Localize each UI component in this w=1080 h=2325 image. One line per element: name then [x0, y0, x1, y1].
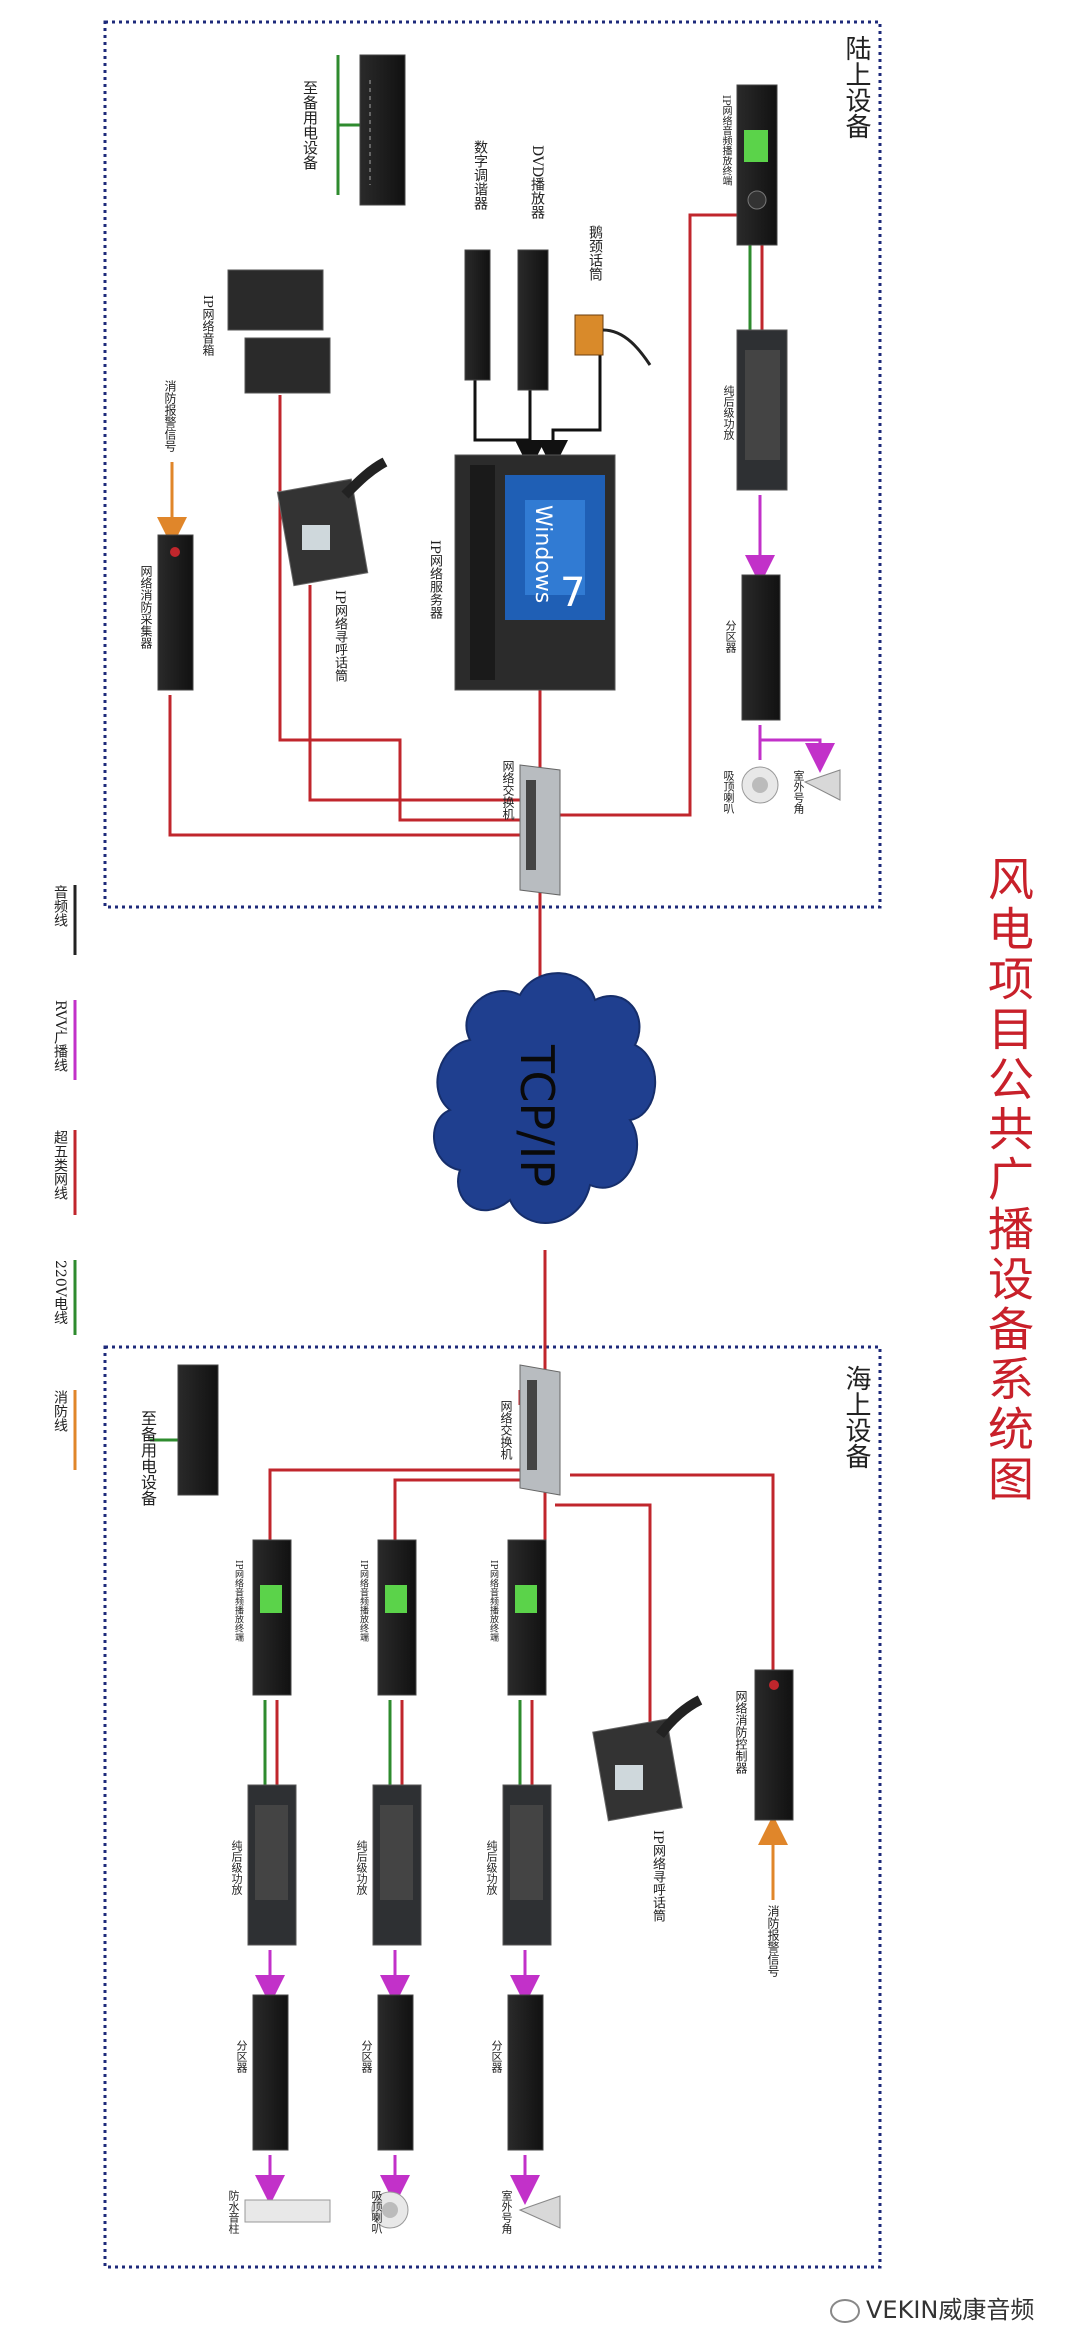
land-gooseneck-mic: [574, 314, 652, 366]
server-screen-text: Windows: [530, 505, 555, 604]
sea-backup-power-unit: [177, 1364, 219, 1496]
sea-zone-2-label: 分区器: [360, 2040, 373, 2073]
sea-fire-controller: [754, 1669, 794, 1821]
sea-fire-controller-label: 网络消防控制器: [734, 1690, 748, 1774]
land-backup-power-label: 至备用电设备: [301, 80, 319, 170]
sea-terminal-3-label: IP网络音频播放终端: [488, 1560, 498, 1642]
tcp-ip-cloud: [433, 972, 657, 1224]
land-pre-amp: [736, 329, 788, 491]
land-ip-server: [454, 454, 616, 691]
main-title: 风电项目公共广播设备系统图: [981, 855, 1035, 1505]
sea-red-short: [275, 1700, 534, 1785]
sea-amp-1-label: 纯后级功放: [230, 1840, 243, 1895]
land-speaker-cab-label: IP网络音箱: [201, 295, 215, 356]
sea-switch-label: 网络交换机: [499, 1400, 513, 1460]
sea-network-wires: [268, 1390, 775, 1770]
sea-horn-label: 室外号角: [500, 2190, 513, 2234]
sea-waterproof-column: [244, 2199, 331, 2223]
land-section-title: 陆上设备: [841, 35, 871, 139]
sea-zone-1-label: 分区器: [235, 2040, 248, 2073]
sea-amp-3: [502, 1784, 552, 1946]
server-screen-num: 7: [560, 570, 586, 616]
sea-terminal-1-label: IP网络音频播放终端: [233, 1560, 243, 1642]
sea-zone-3: [507, 1994, 544, 2151]
sea-terminal-2-label: IP网络音频播放终端: [358, 1560, 368, 1642]
watermark-text: VEKIN威康音频: [866, 2296, 1035, 2324]
sea-outdoor-horn: [518, 2195, 561, 2229]
land-mic-label: 鹅颈话筒: [587, 225, 603, 281]
land-ip-terminal: [736, 84, 778, 246]
land-broadcast-wires: [745, 495, 835, 773]
land-tuner-label: 数字调谐器: [472, 140, 488, 210]
land-dvd-player: [517, 249, 549, 391]
sea-amp-2-label: 纯后级功放: [355, 1840, 368, 1895]
sea-ip-pager-label: IP网络寻呼话筒: [650, 1830, 665, 1922]
land-ceiling-speaker: [741, 766, 779, 804]
sea-zone-2: [377, 1994, 414, 2151]
land-ceiling-label: 吸顶喇叭: [722, 770, 735, 814]
sea-terminal-1: [252, 1539, 292, 1696]
land-zone-label: 分区器: [724, 620, 737, 653]
sea-ceiling-speaker: [371, 2191, 409, 2229]
legend-fire: 消防线: [52, 1390, 68, 1432]
land-ip-pager-label: IP网络寻呼话筒: [332, 590, 347, 682]
legend-audio: 音频线: [52, 885, 68, 927]
land-outdoor-horn: [803, 769, 841, 801]
legend-cat5: 超五类网线: [52, 1130, 68, 1200]
land-ip-pager: [276, 457, 388, 587]
land-frame: [103, 20, 882, 909]
sea-backup-power-label: 至备用电设备: [138, 1410, 157, 1506]
sea-amp-3-label: 纯后级功放: [485, 1840, 498, 1895]
land-fire-collector: [157, 534, 194, 691]
land-fire-collector-label: 网络消防采集器: [139, 565, 153, 649]
sea-terminal-2: [377, 1539, 417, 1696]
sea-column-label: 防水音柱: [227, 2190, 240, 2234]
land-ip-speaker-cabinet: [227, 269, 331, 394]
sea-section-title: 海上设备: [841, 1365, 871, 1469]
land-network-switch: [519, 764, 561, 896]
sea-ceiling-label: 吸顶喇叭: [370, 2190, 383, 2234]
sea-zone-3-label: 分区器: [490, 2040, 503, 2073]
sea-ip-pager: [592, 1695, 703, 1822]
legend-rvv: RVV广播线: [52, 1000, 68, 1073]
cloud-label: TCP/IP: [510, 1045, 564, 1188]
sea-fire-alarm-label: 消防报警信号: [766, 1905, 780, 1977]
land-tuner: [464, 249, 491, 381]
land-dvd-label: DVD播放器: [529, 145, 545, 220]
land-pre-amp-label: 纯后级功放: [722, 385, 735, 440]
wechat-icon: [830, 2299, 860, 2323]
sea-amp-2: [372, 1784, 422, 1946]
land-network-wires: [168, 213, 745, 1370]
land-ip-terminal-label: IP网络音频播放终端: [720, 95, 731, 186]
sea-zone-1: [252, 1994, 289, 2151]
sea-frame: [103, 1345, 882, 2269]
land-zone-divider: [741, 574, 781, 721]
land-fire-signal-label: 消防报警信号: [163, 380, 177, 452]
legend-power: 220V电线: [52, 1260, 68, 1325]
land-switch-label: 网络交换机: [501, 760, 515, 820]
sea-broadcast-wires: [255, 1950, 540, 2205]
land-backup-power-unit: [359, 54, 406, 206]
sea-network-switch: [519, 1364, 561, 1496]
watermark: VEKIN威康音频: [830, 2290, 1034, 2325]
sea-terminal-3: [507, 1539, 547, 1696]
sea-amp-1: [247, 1784, 297, 1946]
land-server-label: IP网络服务器: [427, 540, 442, 619]
land-horn-label: 室外号角: [792, 770, 805, 814]
